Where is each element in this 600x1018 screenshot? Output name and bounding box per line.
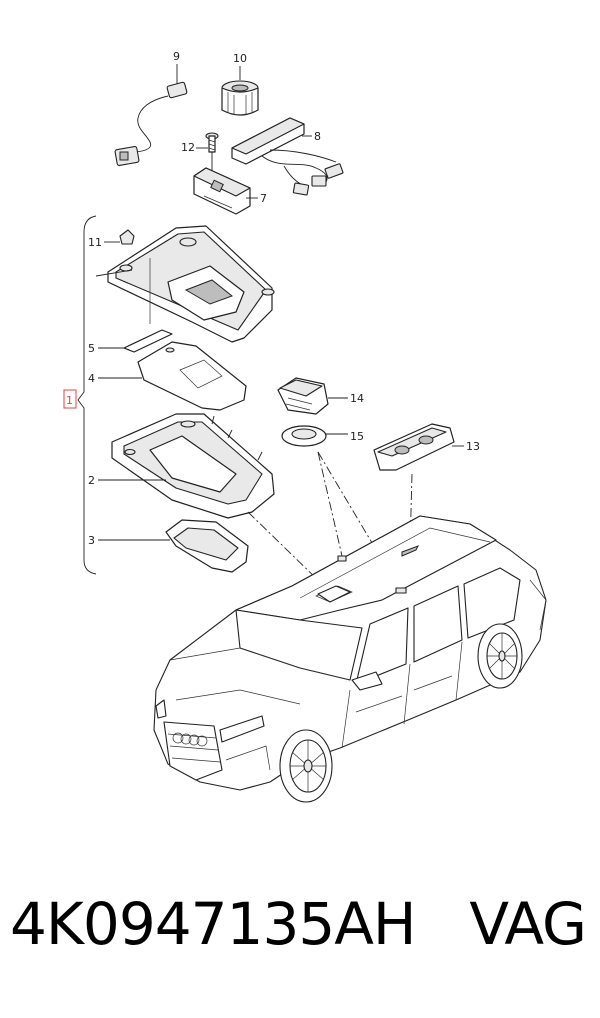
callout-1: 1 xyxy=(66,394,73,407)
part-7-bracket xyxy=(193,167,251,215)
callout-8: 8 xyxy=(314,130,321,143)
part-3-cover xyxy=(165,519,249,573)
callout-2: 2 xyxy=(88,474,95,487)
callout-9: 9 xyxy=(173,50,180,63)
callout-7: 7 xyxy=(260,192,267,205)
part-2-frame xyxy=(111,413,275,519)
callout-15: 15 xyxy=(350,430,364,443)
callout-12: 12 xyxy=(181,141,195,154)
part-11-clip xyxy=(119,229,135,245)
car-illustration xyxy=(153,515,547,803)
roof-console-housing xyxy=(107,225,275,343)
part-4-lens-panel xyxy=(137,341,247,411)
brand-label: VAG xyxy=(469,890,587,958)
part-number: 4K0947135AH xyxy=(10,890,417,958)
part-5-strip xyxy=(123,329,173,353)
callout-13: 13 xyxy=(466,440,480,453)
location-lines xyxy=(247,451,413,591)
callout-10: 10 xyxy=(233,52,247,65)
exploded-parts-diagram: 9 10 8 12 7 11 xyxy=(63,50,547,803)
callout-11: 11 xyxy=(88,236,102,249)
part-14-reading-lamp xyxy=(277,377,329,415)
part-13-light-strip xyxy=(373,423,455,471)
part-9-wiring-connector xyxy=(114,81,188,167)
part-8-control-module xyxy=(231,117,344,196)
callout-4: 4 xyxy=(88,372,95,385)
callout-14: 14 xyxy=(350,392,364,405)
footer: 4K0947135AH VAG xyxy=(0,890,600,1000)
assembly-bracket xyxy=(77,215,97,575)
callout-5: 5 xyxy=(88,342,95,355)
callout-3: 3 xyxy=(88,534,95,547)
part-15-ring xyxy=(281,425,327,447)
part-10-knob xyxy=(221,80,259,116)
callout-1-box xyxy=(63,389,77,409)
part-12-screw xyxy=(205,132,219,153)
